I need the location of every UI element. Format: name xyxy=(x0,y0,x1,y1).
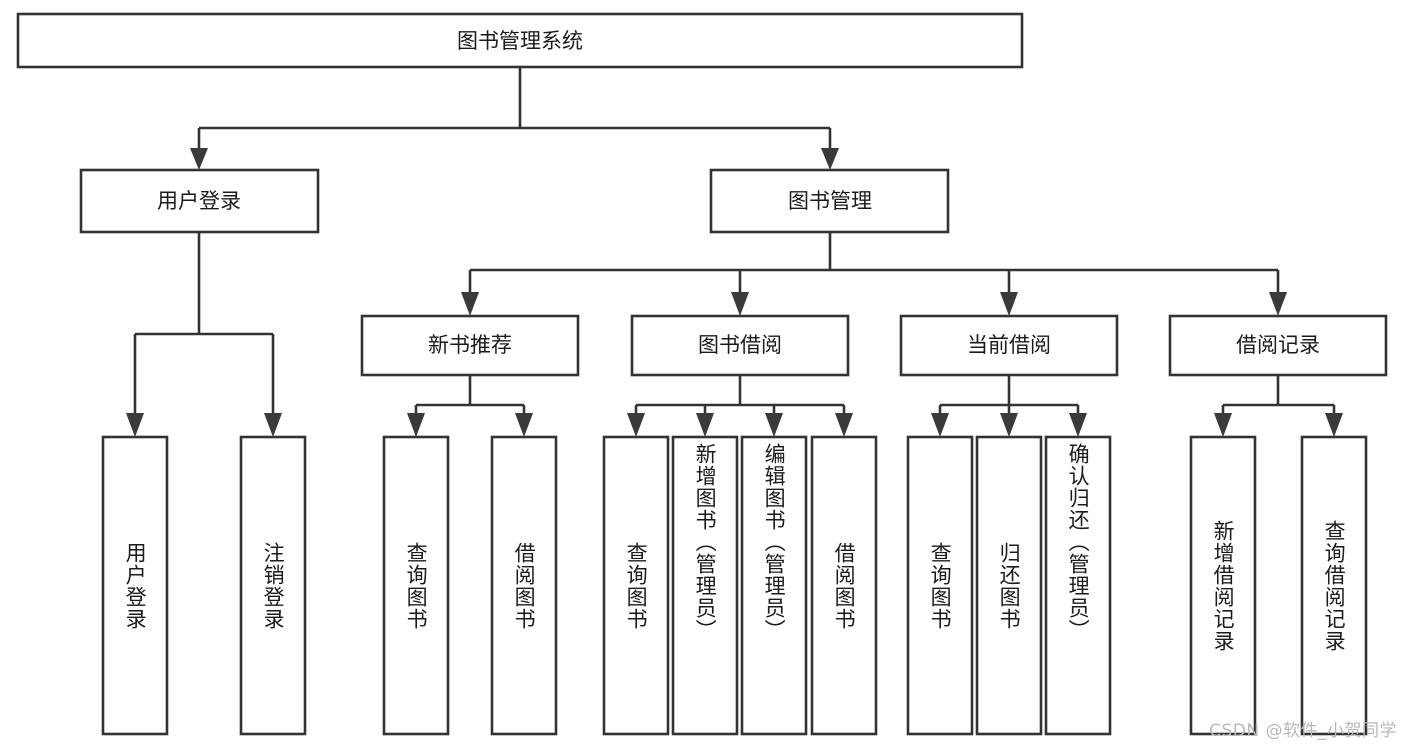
leaf-box-book-borrow-4[interactable] xyxy=(810,435,878,736)
node-borrow-record-label: 借阅记录 xyxy=(1236,333,1320,357)
arrowhead-book-mgmt xyxy=(821,148,839,170)
arrowhead-current-borrow xyxy=(1000,292,1018,316)
connector-group-new-book xyxy=(407,375,533,437)
node-new-book-label: 新书推荐 xyxy=(428,333,512,357)
node-book-borrow-box[interactable] xyxy=(630,314,850,377)
arrowhead-leaf-book-borrow-1 xyxy=(627,413,645,437)
connector-group-root xyxy=(190,67,839,170)
node-book-borrow-label: 图书借阅 xyxy=(698,333,782,357)
leaf-box-user-login-1[interactable] xyxy=(101,435,169,736)
node-root-box[interactable] xyxy=(16,12,1024,69)
connector-group-book-mgmt xyxy=(461,232,1287,316)
leaf-box-current-borrow-2[interactable] xyxy=(975,435,1043,736)
arrowhead-book-borrow xyxy=(731,292,749,316)
leaf-box-new-book-2[interactable] xyxy=(490,435,558,736)
arrowhead-user-login xyxy=(190,148,208,170)
leaf-box-new-book-1[interactable] xyxy=(382,435,450,736)
leaf-box-book-borrow-2[interactable] xyxy=(671,435,739,736)
leaf-box-book-borrow-1[interactable] xyxy=(602,435,670,736)
arrowhead-leaf-current-borrow-2 xyxy=(1000,413,1018,437)
node-current-borrow-box[interactable] xyxy=(899,314,1119,377)
node-borrow-record-box[interactable] xyxy=(1168,314,1388,377)
arrowhead-new-book xyxy=(461,292,479,316)
leaf-box-current-borrow-1[interactable] xyxy=(906,435,974,736)
connector-group-current-borrow xyxy=(931,375,1087,437)
leaf-box-current-borrow-3[interactable] xyxy=(1044,435,1112,736)
leaf-box-borrow-record-1[interactable] xyxy=(1189,435,1257,736)
arrowhead-leaf-book-borrow-2 xyxy=(696,413,714,437)
node-user-login-box[interactable] xyxy=(79,168,320,234)
connector-group-book-borrow xyxy=(627,375,853,437)
node-root-label: 图书管理系统 xyxy=(457,29,583,53)
node-user-login-label: 用户登录 xyxy=(157,189,241,213)
arrowhead-leaf-user-login-2 xyxy=(264,413,282,437)
arrowhead-leaf-user-login-1 xyxy=(126,413,144,437)
node-book-mgmt-label: 图书管理 xyxy=(788,189,872,213)
node-current-borrow-label: 当前借阅 xyxy=(967,333,1051,357)
connector-group-borrow-record xyxy=(1214,375,1343,437)
arrowhead-leaf-borrow-record-1 xyxy=(1214,413,1232,437)
arrowhead-leaf-current-borrow-3 xyxy=(1069,413,1087,437)
arrowhead-borrow-record xyxy=(1269,292,1287,316)
arrowhead-leaf-current-borrow-1 xyxy=(931,413,949,437)
arrowhead-leaf-new-book-2 xyxy=(515,413,533,437)
leaf-box-user-login-2[interactable] xyxy=(239,435,307,736)
arrowhead-leaf-new-book-1 xyxy=(407,413,425,437)
leaf-box-borrow-record-2[interactable] xyxy=(1300,435,1368,736)
leaf-box-book-borrow-3[interactable] xyxy=(740,435,808,736)
node-book-mgmt-box[interactable] xyxy=(709,168,950,234)
connector-group-user-login xyxy=(126,232,282,437)
arrowhead-leaf-borrow-record-2 xyxy=(1325,413,1343,437)
node-new-book-box[interactable] xyxy=(360,314,580,377)
arrowhead-leaf-book-borrow-4 xyxy=(835,413,853,437)
arrowhead-leaf-book-borrow-3 xyxy=(765,413,783,437)
